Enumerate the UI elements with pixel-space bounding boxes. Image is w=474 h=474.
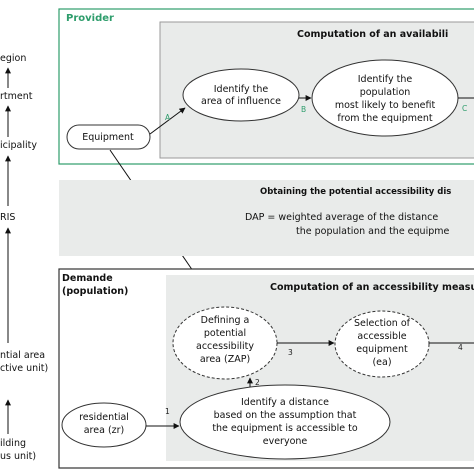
identify-population-label: most likely to benefit bbox=[335, 100, 436, 111]
identify-distance-label: based on the assumption that bbox=[214, 410, 357, 421]
selection-label: accessible bbox=[357, 331, 406, 342]
scale-department: rtment bbox=[0, 91, 33, 102]
potential-accessibility-panel bbox=[59, 180, 474, 256]
edge-a-arrow bbox=[149, 107, 186, 135]
identify-distance-node bbox=[179, 384, 391, 460]
identify-distance-label: Identify a distance bbox=[241, 397, 329, 408]
scale-municipality: icipality bbox=[0, 140, 37, 151]
selection-label: Selection of bbox=[354, 318, 411, 329]
equipment-node bbox=[66, 124, 151, 150]
scale-building: ilding bbox=[0, 438, 26, 449]
left-scale: egion rtment icipality RIS ntial area ct… bbox=[0, 53, 48, 462]
identify-area-label: area of influence bbox=[201, 96, 281, 107]
identify-area-node bbox=[182, 68, 300, 122]
residential-label: residential bbox=[79, 412, 129, 423]
identify-distance-label: everyone bbox=[263, 436, 308, 447]
dap-line-1: DAP = weighted average of the distance bbox=[245, 212, 438, 223]
zap-label: potential bbox=[204, 328, 246, 339]
scale-region: egion bbox=[0, 53, 26, 64]
accessibility-measure-title: Computation of an accessibility measu bbox=[270, 282, 474, 293]
scale-residential-unit: ctive unit) bbox=[0, 363, 48, 374]
zap-label: accessibility bbox=[196, 341, 254, 352]
scale-iris: RIS bbox=[0, 212, 15, 223]
demand-title: Demande bbox=[62, 273, 113, 284]
dap-line-2: the population and the equipme bbox=[296, 226, 450, 237]
residential-node bbox=[61, 402, 147, 448]
edge-a-label: A bbox=[165, 113, 171, 122]
availability-title: Computation of an availabili bbox=[297, 29, 448, 40]
identify-area-label: Identify the bbox=[214, 84, 269, 95]
identify-population-label: from the equipment bbox=[337, 113, 432, 124]
equipment-label: Equipment bbox=[82, 132, 134, 143]
scale-residential-area: ntial area bbox=[0, 350, 45, 361]
edge-c-label: C bbox=[462, 104, 467, 113]
edge-b-label: B bbox=[301, 105, 306, 114]
demand-subtitle: (population) bbox=[62, 286, 128, 297]
edge-1-label: 1 bbox=[165, 407, 170, 416]
edge-4-label: 4 bbox=[458, 343, 463, 352]
identify-distance-label: the equipment is accessible to bbox=[212, 423, 358, 434]
edge-3-label: 3 bbox=[288, 348, 293, 357]
selection-label: equipment bbox=[356, 344, 408, 355]
scale-building-unit: us unit) bbox=[0, 451, 36, 462]
selection-label: (ea) bbox=[372, 357, 391, 368]
zap-label: Defining a bbox=[201, 315, 250, 326]
identify-population-label: Identify the bbox=[358, 74, 413, 85]
identify-population-label: population bbox=[360, 87, 411, 98]
provider-title: Provider bbox=[66, 13, 114, 24]
edge-2-label: 2 bbox=[255, 378, 260, 387]
residential-label: area (zr) bbox=[84, 425, 125, 436]
potential-accessibility-title: Obtaining the potential accessibility di… bbox=[260, 187, 451, 197]
zap-label: area (ZAP) bbox=[200, 354, 250, 365]
selection-node bbox=[334, 310, 430, 378]
identify-population-node bbox=[311, 59, 459, 137]
